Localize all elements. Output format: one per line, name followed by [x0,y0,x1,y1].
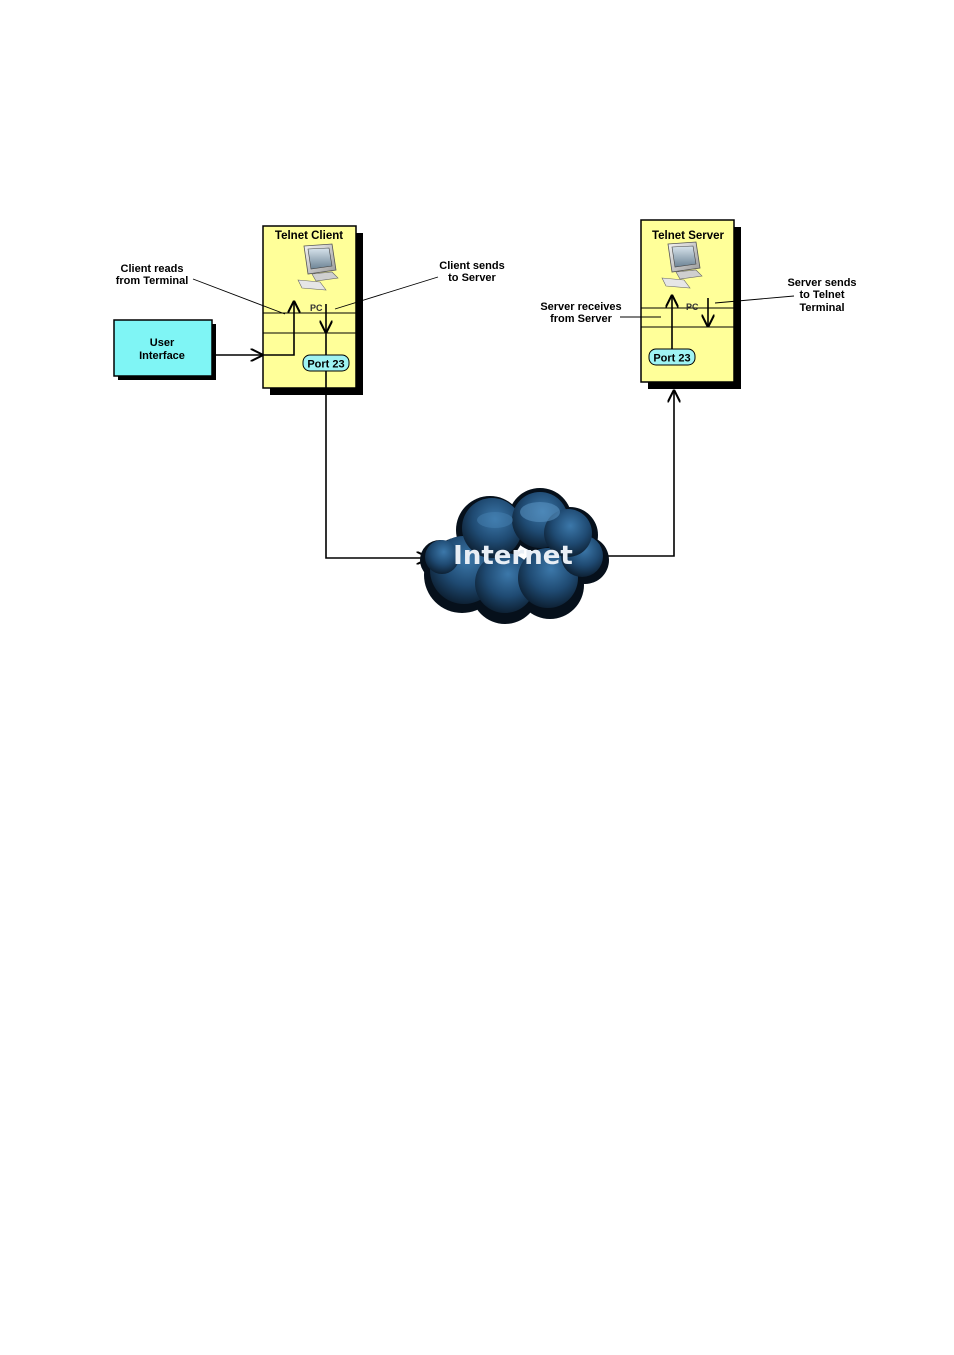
internet-label: Internet [453,541,573,571]
telnet-client-box: Telnet Client PC Port 23 [263,226,363,395]
client-sends-line2: to Server [448,272,496,284]
server-pc-label: PC [686,302,699,312]
user-interface-line2: Interface [139,350,185,362]
client-port-label: Port 23 [307,359,344,371]
client-reads-callout: Client reads from Terminal [116,263,285,314]
server-port-label: Port 23 [653,353,690,365]
client-pc-label: PC [310,303,323,313]
client-reads-line1: Client reads [121,263,184,275]
server-sends-line1: Server sends [787,277,856,289]
server-receives-line2: from Server [550,313,612,325]
server-sends-line3: Terminal [799,302,844,314]
client-reads-line2: from Terminal [116,275,189,287]
server-sends-line2: to Telnet [799,289,844,301]
internet-to-server-connector [603,391,674,556]
server-title: Telnet Server [652,230,725,242]
internet-cloud: Internet [420,488,609,624]
client-title: Telnet Client [275,230,343,242]
client-sends-line1: Client sends [439,260,504,272]
client-to-internet-connector [326,371,428,558]
user-interface-box: User Interface [114,320,216,380]
server-receives-line1: Server receives [540,301,621,313]
user-interface-line1: User [150,337,175,349]
telnet-server-box: Telnet Server PC Port 23 [641,220,741,389]
